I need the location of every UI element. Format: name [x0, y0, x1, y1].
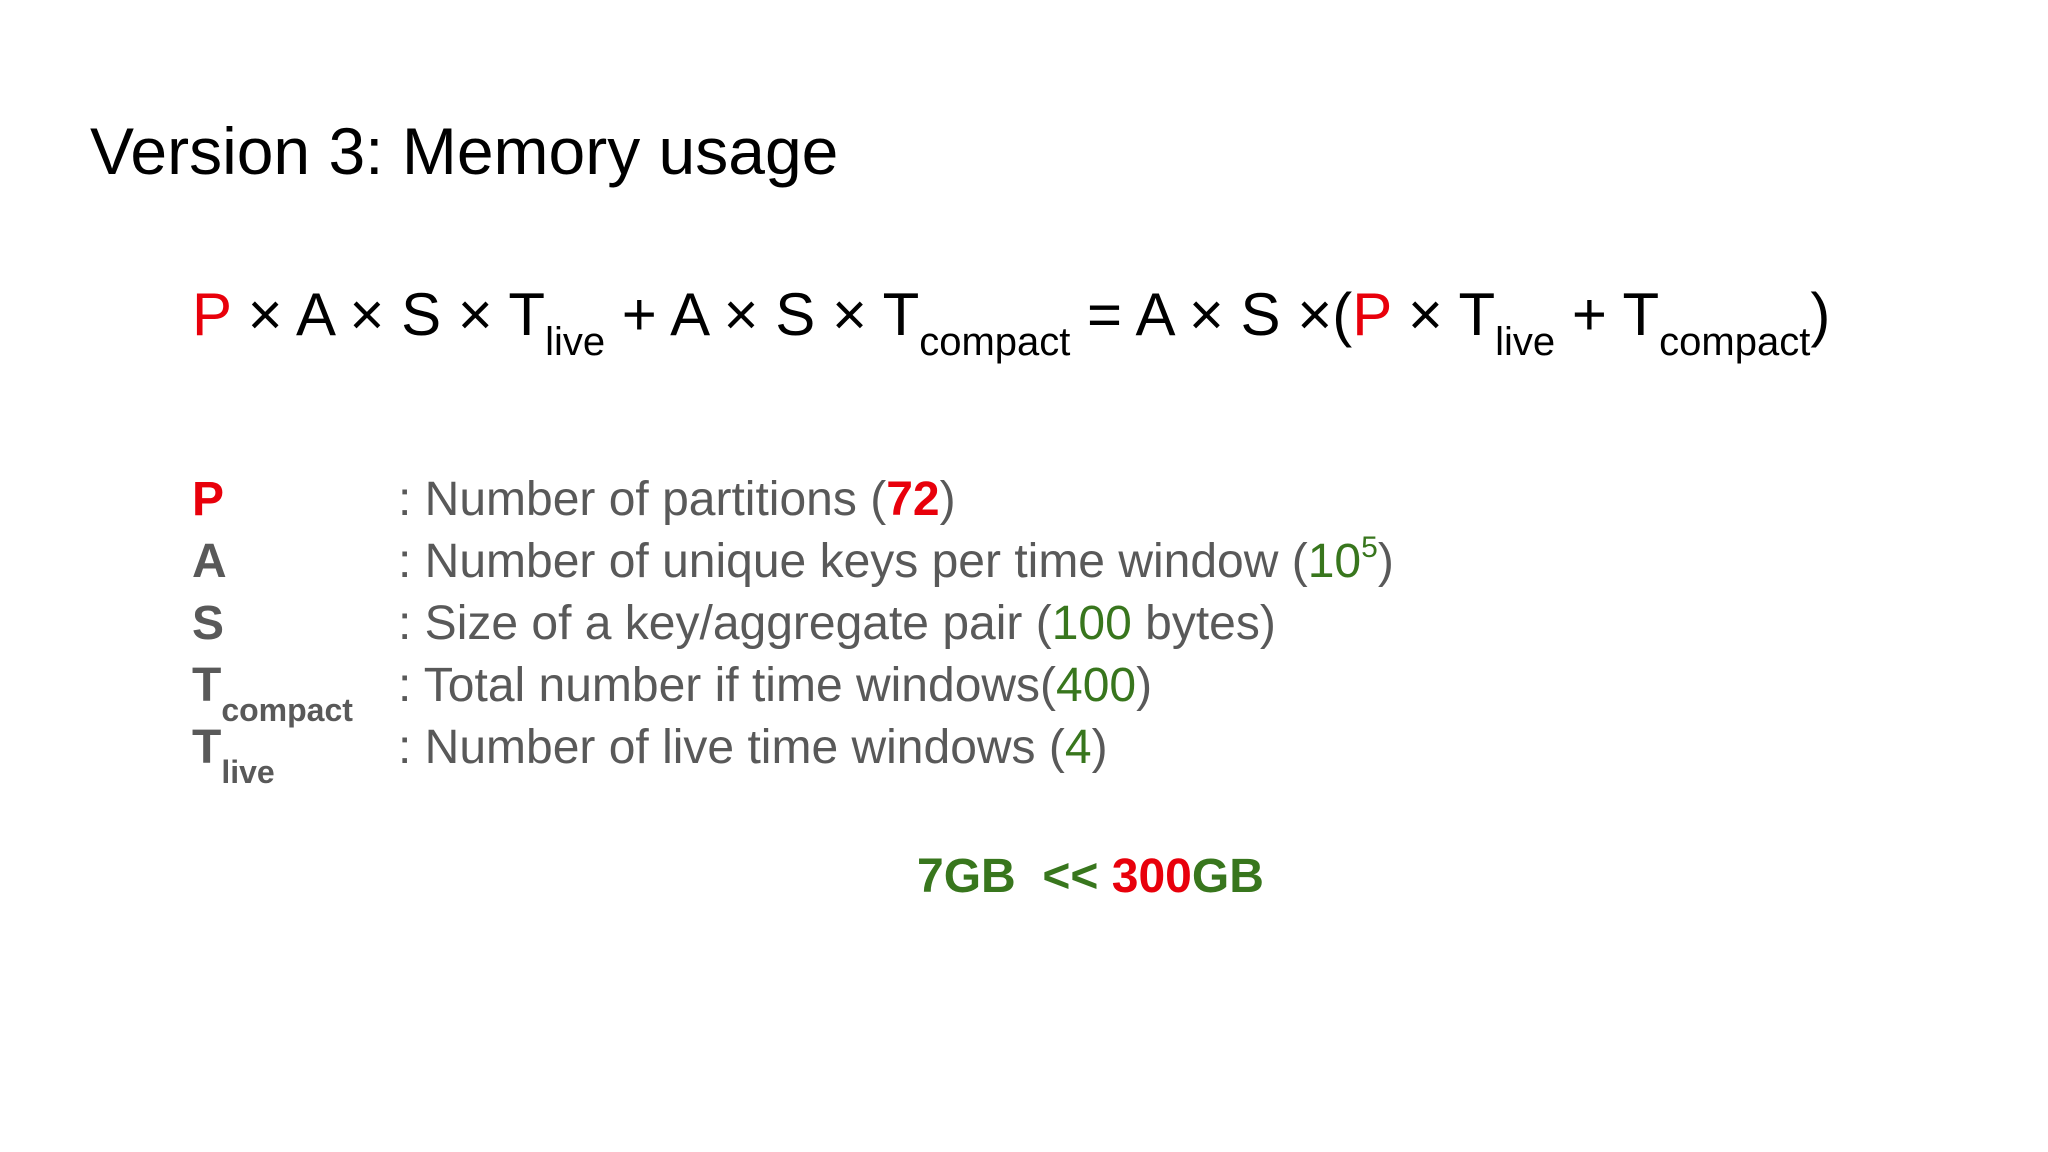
- definition-text: : Total number if time windows(: [398, 659, 1057, 712]
- definition-text: ): [1091, 721, 1108, 774]
- definition-s: S : Size of a key/aggregate pair (100 by…: [192, 600, 1792, 662]
- formula-text-3: = A × S ×(: [1070, 281, 1353, 348]
- definition-description: : Number of partitions (72): [398, 476, 956, 524]
- definition-description: : Number of live time windows (4): [398, 724, 1108, 772]
- definition-symbol: S: [192, 597, 225, 650]
- definition-p: P : Number of partitions (72): [192, 476, 1792, 538]
- formula-text-4: × T: [1391, 281, 1496, 348]
- definition-description: : Total number if time windows(400): [398, 662, 1152, 710]
- formula-p-term-2: P: [1352, 281, 1392, 348]
- definition-text: ): [1136, 659, 1153, 712]
- formula-sub-compact-1: compact: [919, 320, 1071, 364]
- definition-symbol-letter: T: [192, 659, 222, 712]
- result-left: 7GB <<: [917, 850, 1112, 903]
- definition-text: : Size of a key/aggregate pair (: [398, 597, 1052, 650]
- definition-description: : Number of unique keys per time window …: [398, 533, 1394, 588]
- formula-sub-compact-2: compact: [1659, 320, 1811, 364]
- memory-comparison-result: 7GB << 300GB: [917, 853, 1264, 901]
- definitions-list: P : Number of partitions (72) A : Number…: [192, 476, 1792, 790]
- formula-sub-live-1: live: [545, 320, 606, 364]
- definition-value: 4: [1064, 721, 1092, 774]
- definition-t-live: Tlive : Number of live time windows (4): [192, 721, 1792, 790]
- formula-text-1: × A × S × T: [230, 281, 546, 348]
- slide-title: Version 3: Memory usage: [90, 114, 839, 188]
- definition-text: ): [939, 473, 956, 526]
- definition-value: 72: [886, 473, 940, 526]
- definition-value: 100: [1051, 597, 1132, 650]
- formula-p-term: P: [192, 281, 231, 348]
- definition-text: ): [1377, 535, 1394, 588]
- definition-symbol: Tcompact: [192, 659, 353, 728]
- definition-symbol-subscript: live: [221, 754, 275, 790]
- definition-t-compact: Tcompact : Total number if time windows(…: [192, 659, 1792, 728]
- definition-symbol-letter: T: [192, 721, 222, 774]
- definition-symbol: A: [192, 535, 227, 588]
- definition-description: : Size of a key/aggregate pair (100 byte…: [398, 600, 1276, 648]
- definition-text: : Number of unique keys per time window …: [398, 535, 1308, 588]
- definition-text: : Number of live time windows (: [398, 721, 1065, 774]
- definition-value: 400: [1056, 659, 1137, 712]
- formula-text-2: + A × S × T: [605, 281, 920, 348]
- formula-text-5: + T: [1555, 281, 1660, 348]
- definition-symbol: P: [192, 473, 225, 526]
- result-unit: GB: [1191, 850, 1264, 903]
- memory-formula: P × A × S × Tlive + A × S × Tcompact = A…: [192, 285, 1830, 364]
- definition-symbol-subscript: compact: [221, 692, 353, 728]
- formula-text-6: ): [1810, 281, 1831, 348]
- definition-a: A : Number of unique keys per time windo…: [192, 533, 1792, 600]
- result-red-value: 300: [1111, 850, 1192, 903]
- definition-text: bytes): [1131, 597, 1276, 650]
- definition-symbol: Tlive: [192, 721, 275, 790]
- definition-text: : Number of partitions (: [398, 473, 887, 526]
- definition-value: 10: [1307, 535, 1362, 588]
- definition-exponent: 5: [1361, 531, 1378, 564]
- formula-sub-live-2: live: [1495, 320, 1556, 364]
